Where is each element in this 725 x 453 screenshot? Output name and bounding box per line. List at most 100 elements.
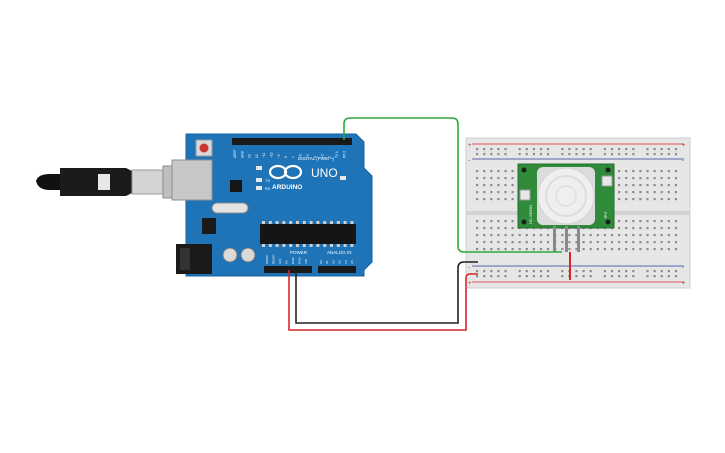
breadboard-hole[interactable] (490, 198, 493, 201)
breadboard-hole[interactable] (504, 227, 507, 230)
breadboard-hole[interactable] (539, 270, 543, 273)
breadboard-hole[interactable] (589, 248, 592, 251)
breadboard-hole[interactable] (610, 241, 614, 244)
breadboard-hole[interactable] (653, 220, 656, 223)
breadboard-hole[interactable] (674, 220, 677, 223)
breadboard-hole[interactable] (639, 227, 642, 230)
breadboard-hole[interactable] (490, 220, 493, 223)
breadboard-hole[interactable] (525, 241, 528, 244)
breadboard-hole[interactable] (497, 270, 500, 273)
breadboard-hole[interactable] (618, 270, 621, 273)
breadboard-hole[interactable] (518, 275, 521, 278)
breadboard-hole[interactable] (582, 153, 585, 156)
breadboard-hole[interactable] (632, 191, 635, 194)
breadboard-hole[interactable] (618, 170, 621, 173)
breadboard-hole[interactable] (539, 275, 543, 278)
breadboard-hole[interactable] (667, 170, 670, 173)
power-header[interactable] (264, 266, 312, 273)
breadboard-hole[interactable] (476, 220, 479, 223)
breadboard-hole[interactable] (596, 234, 599, 237)
breadboard-hole[interactable] (561, 270, 564, 273)
breadboard-hole[interactable] (504, 234, 507, 237)
breadboard-hole[interactable] (625, 148, 628, 151)
breadboard-hole[interactable] (504, 198, 507, 201)
breadboard-hole[interactable] (667, 241, 670, 244)
breadboard-hole[interactable] (497, 148, 500, 151)
breadboard-hole[interactable] (504, 275, 507, 278)
breadboard-hole[interactable] (532, 148, 535, 151)
breadboard-hole[interactable] (504, 177, 507, 180)
breadboard-hole[interactable] (639, 170, 642, 173)
breadboard-hole[interactable] (610, 153, 614, 156)
breadboard-hole[interactable] (504, 153, 507, 156)
breadboard-hole[interactable] (603, 270, 606, 273)
breadboard-hole[interactable] (575, 241, 578, 244)
breadboard-hole[interactable] (667, 177, 670, 180)
breadboard-hole[interactable] (490, 153, 493, 156)
breadboard-hole[interactable] (632, 177, 635, 180)
breadboard-hole[interactable] (603, 241, 606, 244)
breadboard-hole[interactable] (476, 170, 479, 173)
breadboard-hole[interactable] (667, 198, 670, 201)
breadboard-hole[interactable] (660, 177, 663, 180)
breadboard-hole[interactable] (511, 248, 514, 251)
breadboard-hole[interactable] (646, 177, 649, 180)
breadboard-hole[interactable] (632, 153, 635, 156)
breadboard-hole[interactable] (653, 234, 656, 237)
breadboard-hole[interactable] (667, 227, 670, 230)
breadboard-hole[interactable] (476, 191, 479, 194)
breadboard-hole[interactable] (511, 198, 514, 201)
breadboard-hole[interactable] (490, 275, 493, 278)
breadboard-hole[interactable] (639, 248, 642, 251)
breadboard-hole[interactable] (582, 148, 585, 151)
breadboard-hole[interactable] (490, 270, 493, 273)
breadboard-hole[interactable] (646, 234, 649, 237)
breadboard-hole[interactable] (483, 153, 486, 156)
breadboard-hole[interactable] (646, 241, 649, 244)
breadboard-hole[interactable] (603, 153, 606, 156)
breadboard-hole[interactable] (561, 241, 564, 244)
breadboard-hole[interactable] (518, 148, 521, 151)
breadboard-hole[interactable] (497, 241, 500, 244)
breadboard-hole[interactable] (525, 248, 528, 251)
breadboard-hole[interactable] (483, 198, 486, 201)
breadboard-hole[interactable] (653, 170, 656, 173)
breadboard-hole[interactable] (539, 153, 543, 156)
breadboard-hole[interactable] (653, 198, 656, 201)
breadboard-hole[interactable] (674, 241, 677, 244)
sensor-potentiometer-1[interactable] (519, 189, 531, 201)
breadboard-hole[interactable] (476, 248, 479, 251)
breadboard-hole[interactable] (568, 148, 571, 151)
breadboard-hole[interactable] (582, 270, 585, 273)
breadboard-hole[interactable] (476, 148, 479, 151)
breadboard-hole[interactable] (497, 275, 500, 278)
breadboard-hole[interactable] (497, 153, 500, 156)
breadboard-hole[interactable] (483, 170, 486, 173)
breadboard-hole[interactable] (625, 198, 628, 201)
breadboard-hole[interactable] (660, 234, 663, 237)
breadboard-hole[interactable] (632, 275, 635, 278)
breadboard-hole[interactable] (625, 184, 628, 187)
breadboard-hole[interactable] (497, 234, 500, 237)
breadboard-hole[interactable] (532, 153, 535, 156)
breadboard-hole[interactable] (646, 153, 649, 156)
breadboard-hole[interactable] (568, 234, 571, 237)
breadboard-hole[interactable] (646, 198, 649, 201)
breadboard-hole[interactable] (589, 234, 592, 237)
breadboard-hole[interactable] (632, 241, 635, 244)
breadboard-hole[interactable] (497, 198, 500, 201)
breadboard-hole[interactable] (511, 170, 514, 173)
breadboard-hole[interactable] (610, 148, 614, 151)
breadboard-hole[interactable] (674, 198, 677, 201)
breadboard-hole[interactable] (476, 198, 479, 201)
breadboard-hole[interactable] (660, 170, 663, 173)
breadboard-hole[interactable] (660, 191, 663, 194)
breadboard-hole[interactable] (639, 241, 642, 244)
breadboard-hole[interactable] (547, 153, 550, 156)
breadboard-hole[interactable] (476, 241, 479, 244)
breadboard-hole[interactable] (504, 241, 507, 244)
breadboard-hole[interactable] (490, 234, 493, 237)
breadboard-hole[interactable] (561, 234, 564, 237)
breadboard-hole[interactable] (525, 270, 528, 273)
breadboard-hole[interactable] (497, 177, 500, 180)
